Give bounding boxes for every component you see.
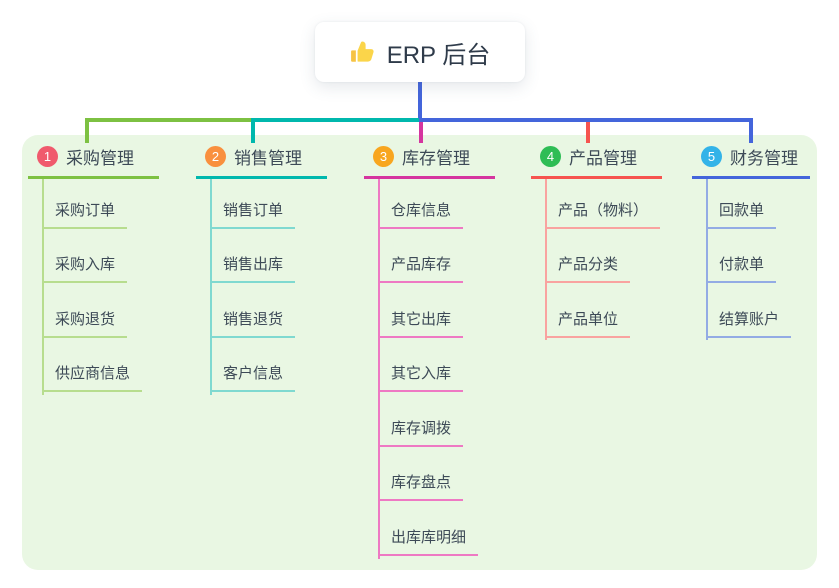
branch-number-badge: 5	[701, 146, 722, 167]
branch-title-label: 销售管理	[234, 149, 302, 168]
branch-title-node[interactable]: 3 库存管理	[364, 143, 495, 179]
root-connector-line	[418, 80, 422, 120]
child-node[interactable]: 结算账户	[706, 310, 792, 338]
child-node[interactable]: 采购入库	[42, 255, 128, 283]
thumbs-up-icon	[350, 41, 374, 62]
branch-children-connector	[210, 179, 212, 395]
child-node[interactable]: 其它出库	[378, 310, 464, 338]
branch-children-connector	[378, 179, 380, 559]
branch-number-badge: 3	[373, 146, 394, 167]
child-node[interactable]: 仓库信息	[378, 201, 464, 229]
child-node[interactable]: 产品（物料）	[545, 201, 661, 229]
branch-title-label: 库存管理	[402, 149, 470, 168]
branch-drop-line-4	[586, 122, 590, 143]
root-node[interactable]: ERP 后台	[315, 22, 525, 82]
branch-title-label: 产品管理	[569, 149, 637, 168]
branch-sales: 2 销售管理 销售订单 销售出库 销售退货 客户信息	[196, 143, 356, 395]
child-node[interactable]: 采购订单	[42, 201, 128, 229]
branch-product: 4 产品管理 产品（物料） 产品分类 产品单位	[531, 143, 691, 340]
child-node[interactable]: 产品单位	[545, 310, 631, 338]
branch-children-connector	[42, 179, 44, 395]
child-node[interactable]: 销售出库	[210, 255, 296, 283]
branch-drop-line-1	[85, 118, 89, 143]
branch-number-badge: 2	[205, 146, 226, 167]
child-node[interactable]: 产品库存	[378, 255, 464, 283]
branch-children-connector	[706, 179, 708, 340]
child-node[interactable]: 产品分类	[545, 255, 631, 283]
child-node[interactable]: 其它入库	[378, 364, 464, 392]
branch-children-connector	[545, 179, 547, 340]
branch-title-label: 采购管理	[66, 149, 134, 168]
main-line-green-segment	[85, 118, 253, 122]
child-node[interactable]: 销售订单	[210, 201, 296, 229]
child-node[interactable]: 采购退货	[42, 310, 128, 338]
main-line-teal-segment	[253, 118, 419, 122]
branch-finance: 5 财务管理 回款单 付款单 结算账户	[692, 143, 839, 340]
branch-title-node[interactable]: 5 财务管理	[692, 143, 810, 179]
branch-title-node[interactable]: 1 采购管理	[28, 143, 159, 179]
branch-number-badge: 1	[37, 146, 58, 167]
main-line-blue-segment	[419, 118, 753, 122]
child-node[interactable]: 供应商信息	[42, 364, 143, 392]
child-node[interactable]: 库存盘点	[378, 473, 464, 501]
child-node[interactable]: 回款单	[706, 201, 777, 229]
branch-number-badge: 4	[540, 146, 561, 167]
branch-procurement: 1 采购管理 采购订单 采购入库 采购退货 供应商信息	[28, 143, 188, 395]
branch-drop-line-2	[251, 118, 255, 143]
branch-title-label: 财务管理	[730, 149, 798, 168]
root-node-label: ERP 后台	[386, 41, 491, 69]
branch-title-node[interactable]: 2 销售管理	[196, 143, 327, 179]
child-node[interactable]: 销售退货	[210, 310, 296, 338]
branch-drop-line-3	[419, 122, 423, 143]
child-node[interactable]: 付款单	[706, 255, 777, 283]
child-node[interactable]: 客户信息	[210, 364, 296, 392]
child-node[interactable]: 库存调拨	[378, 419, 464, 447]
branches-background-panel	[22, 135, 817, 570]
branch-title-node[interactable]: 4 产品管理	[531, 143, 662, 179]
branch-drop-line-5	[749, 118, 753, 143]
child-node[interactable]: 出库库明细	[378, 528, 479, 556]
branch-inventory: 3 库存管理 仓库信息 产品库存 其它出库 其它入库 库存调拨 库存盘点 出库库…	[364, 143, 524, 559]
